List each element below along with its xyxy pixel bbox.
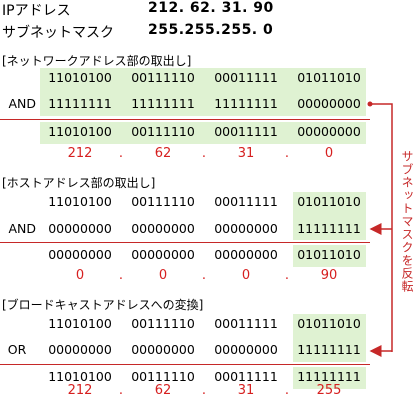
host-result-highlight — [293, 245, 366, 267]
host-dot-3: . — [284, 268, 290, 283]
broadcast-ip-octet-3: 00011111 — [214, 316, 278, 331]
network-mask-octet-1: 11111111 — [48, 96, 112, 111]
broadcast-decimal-3: 31 — [237, 383, 255, 398]
broadcast-divider — [0, 364, 370, 365]
network-decimal-2: 62 — [154, 146, 172, 161]
host-ip-octet-2: 00111110 — [131, 194, 195, 209]
network-result-octet-2: 00111110 — [131, 124, 195, 139]
broadcast-decimal-1: 212 — [67, 383, 93, 398]
network-ip-octet-2: 00111110 — [131, 70, 195, 85]
broadcast-result-octet-2: 00111110 — [131, 369, 195, 384]
network-result-octet-4: 00000000 — [297, 124, 361, 139]
host-mask-octet-1: 00000000 — [48, 221, 112, 236]
broadcast-mask-highlight — [293, 314, 366, 362]
network-ip-octet-1: 11010100 — [48, 70, 112, 85]
broadcast-mask-octet-4: 11111111 — [297, 342, 361, 357]
broadcast-decimal-2: 62 — [154, 383, 172, 398]
network-operator: AND — [8, 96, 36, 111]
host-mask-octet-2: 00000000 — [131, 221, 195, 236]
host-decimal-4: 90 — [320, 268, 338, 283]
network-ip-octet-4: 01011010 — [297, 70, 361, 85]
network-decimal-3: 31 — [237, 146, 255, 161]
host-result-octet-1: 00000000 — [48, 247, 112, 262]
network-ip-octet-3: 00011111 — [214, 70, 278, 85]
network-result-octet-1: 11010100 — [48, 124, 112, 139]
network-decimal-1: 212 — [67, 146, 93, 161]
host-ip-octet-3: 00011111 — [214, 194, 278, 209]
ip-address-label: IPアドレス — [2, 3, 71, 19]
section-title-broadcast: [ブロードキャストアドレスへの変換] — [2, 298, 204, 312]
broadcast-ip-octet-1: 11010100 — [48, 316, 112, 331]
network-mask-octet-3: 11111111 — [214, 96, 278, 111]
host-decimal-3: 0 — [241, 268, 251, 283]
host-result-octet-2: 00000000 — [131, 247, 195, 262]
broadcast-dot-3: . — [284, 383, 290, 398]
ip-address-value: 212. 62. 31. 90 — [148, 0, 274, 16]
network-mask-highlight — [40, 68, 366, 116]
network-result-highlight — [40, 122, 366, 144]
invert-mask-annotation: サブネットマスクを反転 — [400, 150, 414, 293]
network-dot-2: . — [201, 146, 207, 161]
host-ip-octet-1: 11010100 — [48, 194, 112, 209]
broadcast-result-highlight — [293, 367, 366, 389]
host-decimal-2: 0 — [158, 268, 168, 283]
network-decimal-4: 0 — [324, 146, 334, 161]
host-divider — [0, 242, 370, 243]
broadcast-ip-octet-4: 01011010 — [297, 316, 361, 331]
network-result-octet-3: 00011111 — [214, 124, 278, 139]
network-dot-1: . — [118, 146, 124, 161]
broadcast-ip-octet-2: 00111110 — [131, 316, 195, 331]
host-mask-octet-3: 00000000 — [214, 221, 278, 236]
host-ip-octet-4: 01011010 — [297, 194, 361, 209]
broadcast-dot-2: . — [201, 383, 207, 398]
broadcast-mask-octet-3: 00000000 — [214, 342, 278, 357]
host-decimal-1: 0 — [75, 268, 85, 283]
subnet-mask-value: 255.255.255. 0 — [148, 22, 274, 38]
arrow-trunk — [370, 103, 393, 352]
broadcast-operator: OR — [7, 342, 27, 357]
host-result-octet-3: 00000000 — [214, 247, 278, 262]
section-title-network: [ネットワークアドレス部の取出し] — [2, 54, 192, 68]
broadcast-result-octet-1: 11010100 — [48, 369, 112, 384]
host-mask-octet-4: 11111111 — [297, 221, 361, 236]
network-divider — [0, 119, 370, 120]
section-title-host: [ホストアドレス部の取出し] — [2, 176, 156, 190]
network-mask-octet-2: 11111111 — [131, 96, 195, 111]
broadcast-result-octet-4: 11111111 — [297, 369, 361, 384]
host-result-octet-4: 01011010 — [297, 247, 361, 262]
broadcast-dot-1: . — [118, 383, 124, 398]
network-dot-3: . — [284, 146, 290, 161]
broadcast-mask-octet-1: 00000000 — [48, 342, 112, 357]
broadcast-mask-octet-2: 00000000 — [131, 342, 195, 357]
host-dot-1: . — [118, 268, 124, 283]
network-mask-octet-4: 00000000 — [297, 96, 361, 111]
host-dot-2: . — [201, 268, 207, 283]
host-operator: AND — [8, 221, 36, 236]
broadcast-result-octet-3: 00011111 — [214, 369, 278, 384]
host-mask-highlight — [293, 192, 366, 240]
subnet-mask-label: サブネットマスク — [2, 25, 114, 41]
broadcast-decimal-4: 255 — [316, 383, 342, 398]
